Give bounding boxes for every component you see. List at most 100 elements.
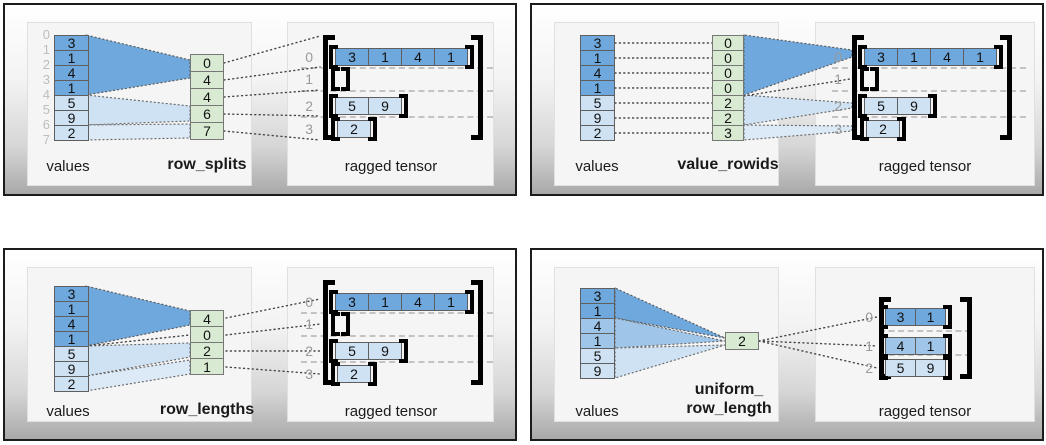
open-bracket-icon xyxy=(879,305,888,329)
tensor-row: 5 9 xyxy=(329,94,408,118)
values-label: values xyxy=(46,158,90,175)
close-bracket-icon xyxy=(368,362,377,386)
open-bracket-icon xyxy=(331,312,340,336)
open-bracket-icon xyxy=(329,45,338,69)
value-cell: 5 xyxy=(580,95,615,111)
row-label: 3 xyxy=(305,121,313,137)
value-cell: 5 xyxy=(54,95,89,111)
param-label: row_splits xyxy=(167,156,247,173)
values-label: values xyxy=(46,403,90,420)
tensor-open-bracket xyxy=(852,35,864,140)
row-label: 0 xyxy=(834,49,842,65)
tensor-row: 2 xyxy=(860,117,906,141)
value-cell: 4 xyxy=(54,316,89,332)
boundary-index: 7 xyxy=(42,132,50,147)
open-bracket-icon xyxy=(879,356,888,380)
row-label: 2 xyxy=(305,343,313,359)
tensor-cell: 9 xyxy=(897,97,931,115)
row-label: 1 xyxy=(834,71,842,87)
tensor-cell: 3 xyxy=(335,293,369,311)
param-cell: 2 xyxy=(190,342,224,359)
close-bracket-icon xyxy=(465,45,474,69)
ragged-tensor-label: ragged tensor xyxy=(344,403,438,420)
tensor-row: 5 9 xyxy=(329,339,408,363)
value-cell: 3 xyxy=(580,35,615,51)
close-bracket-icon xyxy=(399,339,408,363)
open-bracket-icon xyxy=(879,334,888,358)
value-cell: 3 xyxy=(54,35,89,51)
row-separator xyxy=(832,90,1026,92)
ragged-tensor-label: ragged tensor xyxy=(344,158,438,175)
uniform-row-length-cell: 2 xyxy=(725,332,759,350)
close-bracket-icon xyxy=(870,67,879,91)
row-label: 2 xyxy=(865,360,873,376)
value-cell: 1 xyxy=(580,333,615,349)
close-bracket-icon xyxy=(897,117,906,141)
param-cell: 4 xyxy=(190,71,224,89)
tensor-row: 2 xyxy=(331,117,377,141)
close-bracket-icon xyxy=(943,356,952,380)
value-cell: 2 xyxy=(54,376,89,392)
close-bracket-icon xyxy=(341,67,350,91)
tensor-close-bracket xyxy=(471,35,483,140)
tensor-cell: 1 xyxy=(915,337,946,355)
value-cell: 5 xyxy=(54,346,89,362)
values-label: values xyxy=(575,158,619,175)
values-column: 3 1 4 1 5 9 xyxy=(580,288,615,379)
tensor-open-bracket xyxy=(323,280,335,385)
row-label: 0 xyxy=(305,49,313,65)
tensor-cell: 1 xyxy=(915,308,946,326)
param-cell: 0 xyxy=(712,50,744,66)
row-label: 3 xyxy=(305,366,313,382)
value-cell: 2 xyxy=(580,125,615,141)
boundary-index: 6 xyxy=(42,117,50,132)
boundary-index: 2 xyxy=(42,57,50,72)
boundary-index: 4 xyxy=(42,87,50,102)
tensor-cell: 9 xyxy=(368,97,402,115)
tensor-cell: 4 xyxy=(401,293,435,311)
tensor-row: 5 9 xyxy=(879,356,952,380)
value-cell: 2 xyxy=(54,125,89,141)
row-label: 1 xyxy=(305,316,313,332)
row-separator xyxy=(301,90,493,92)
row-separator xyxy=(301,335,493,337)
tensor-cell: 5 xyxy=(864,97,898,115)
row-label: 2 xyxy=(834,98,842,114)
tensor-row: 3 1 xyxy=(879,305,952,329)
open-bracket-icon xyxy=(329,94,338,118)
tensor-row: 4 1 xyxy=(879,334,952,358)
value-cell: 1 xyxy=(54,50,89,66)
row-separator xyxy=(832,67,1026,69)
tensor-row-empty xyxy=(331,312,350,336)
tensor-close-bracket xyxy=(960,297,972,379)
value-cell: 1 xyxy=(580,303,615,319)
ragged-tensor-label: ragged tensor xyxy=(878,403,972,420)
param-cell: 0 xyxy=(190,326,224,343)
open-bracket-icon xyxy=(858,45,867,69)
tensor-cell: 9 xyxy=(368,342,402,360)
tensor-cell: 3 xyxy=(864,48,898,66)
close-bracket-icon xyxy=(399,94,408,118)
tensor-cell: 4 xyxy=(885,337,916,355)
tensor-close-bracket xyxy=(471,280,483,385)
tensor-row-empty xyxy=(331,67,350,91)
fan-graphic xyxy=(614,287,878,379)
value-cell: 4 xyxy=(580,65,615,81)
value-cell: 1 xyxy=(54,331,89,347)
value-cell: 1 xyxy=(54,301,89,317)
param-cell: 6 xyxy=(190,105,224,123)
value-cell: 5 xyxy=(580,348,615,364)
value-cell: 4 xyxy=(580,318,615,334)
value-cell: 4 xyxy=(54,65,89,81)
values-column: 3 1 4 1 5 9 2 xyxy=(54,286,89,392)
tensor-cell: 1 xyxy=(897,48,931,66)
close-bracket-icon xyxy=(943,305,952,329)
boundary-index: 3 xyxy=(42,72,50,87)
row-separator xyxy=(301,67,493,69)
param-label: value_rowids xyxy=(677,156,779,173)
row-label: 1 xyxy=(305,71,313,87)
open-bracket-icon xyxy=(329,290,338,314)
tensor-cell: 2 xyxy=(337,120,371,138)
row-splits-column: 0 4 4 6 7 xyxy=(190,54,224,140)
